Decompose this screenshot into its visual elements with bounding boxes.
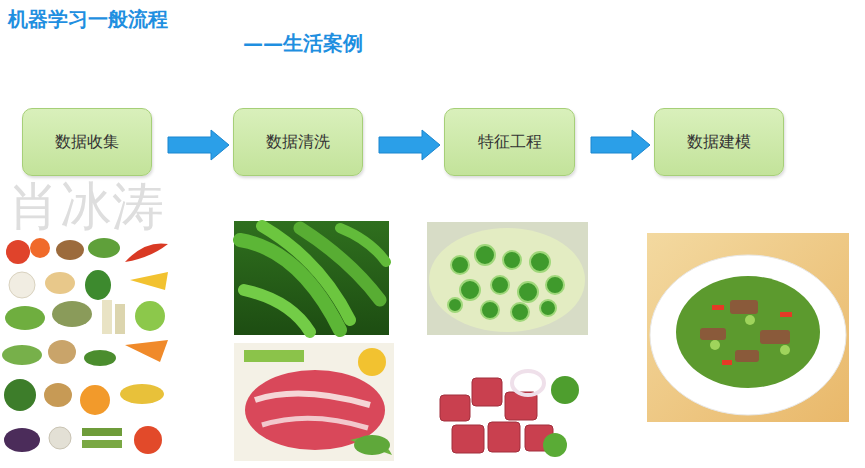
diced-meat-photo [425,358,590,465]
watermark: 肖冰涛 [8,172,164,242]
process-box: 数据建模 [654,108,784,176]
process-box: 数据收集 [22,108,152,176]
block-arrow [168,130,229,160]
box-label: 数据收集 [55,132,119,153]
box-label: 数据清洗 [266,132,330,153]
finished-dish-photo [647,233,849,422]
process-box: 特征工程 [444,108,575,176]
block-arrow [591,130,650,160]
slide-subtitle: ——生活案例 [243,30,363,57]
raw-meat-photo [234,343,394,461]
green-pepper-photo [234,221,389,335]
process-box: 数据清洗 [233,108,363,176]
box-label: 数据建模 [687,132,751,153]
block-arrow [379,130,440,160]
box-label: 特征工程 [478,132,542,153]
slide-title: 机器学习一般流程 [8,6,168,33]
chopped-pepper-photo [427,222,588,335]
vegetable-collage [2,232,174,466]
